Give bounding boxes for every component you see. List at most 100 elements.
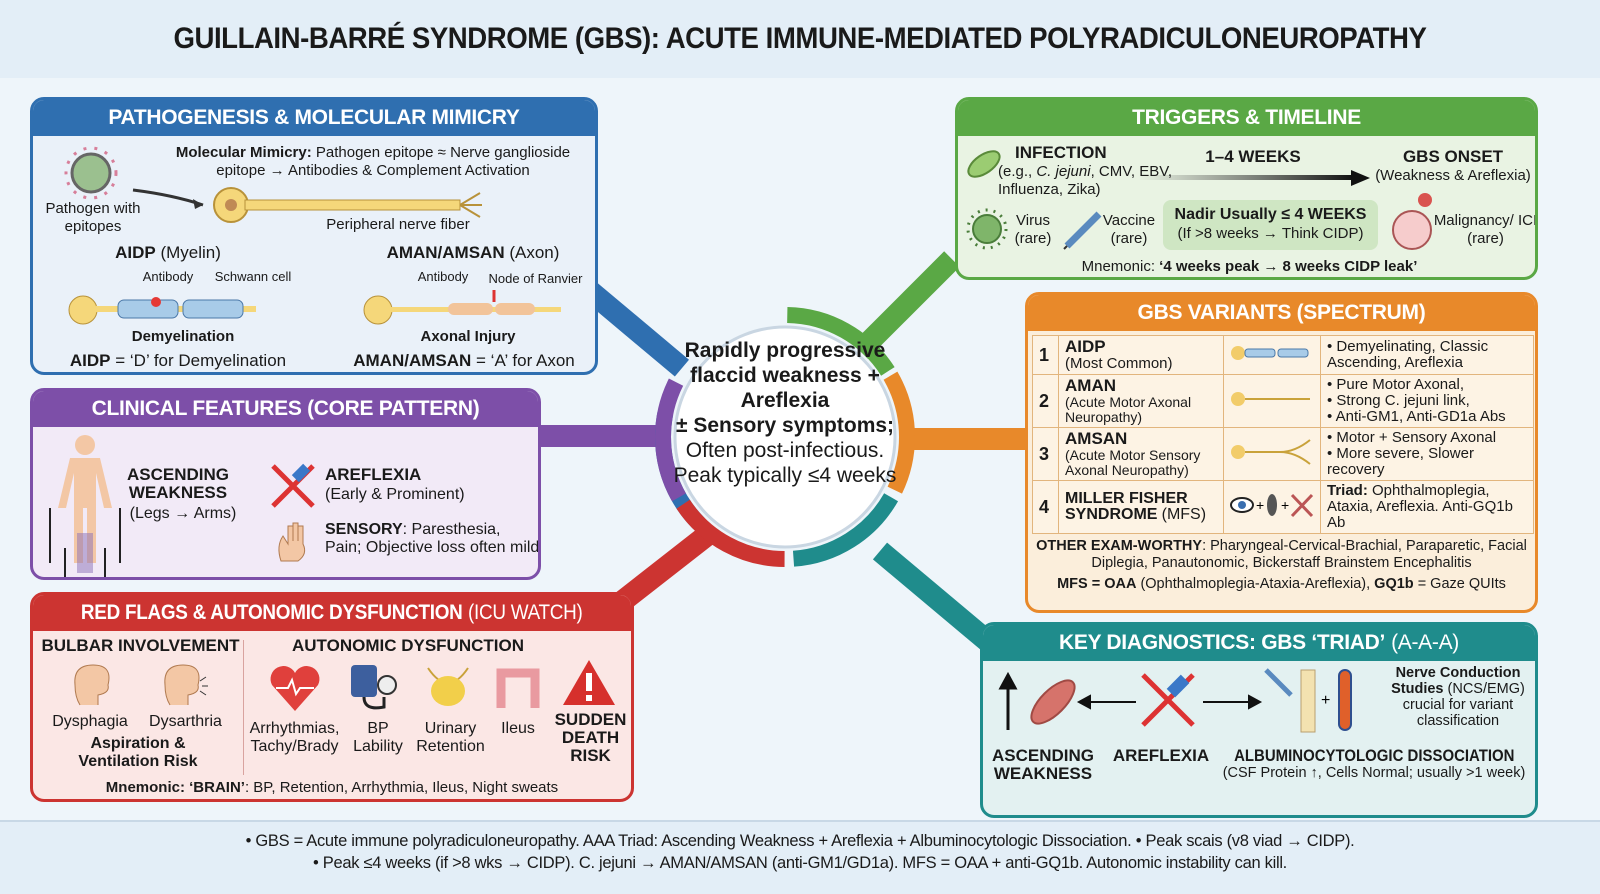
ascending-weakness-sub: (Legs → Arms) <box>129 505 237 522</box>
mimicry-label: Molecular Mimicry: <box>175 144 312 161</box>
row-num: 1 <box>1032 335 1059 375</box>
variant-desc: Demyelinating, Classic Ascending, Arefle… <box>1327 338 1489 371</box>
aidp-myelin: (Myelin) <box>160 243 221 262</box>
areflexia-crossed-icon <box>1141 673 1195 727</box>
vaccine-label: Vaccine (rare) <box>1102 212 1156 247</box>
variant-desc: Motor + Sensory Axonal <box>1336 429 1497 446</box>
myelinated-neuron-icon <box>1231 346 1309 360</box>
demyelination-label: Demyelination <box>131 328 235 345</box>
nadir-sub: (If >8 weeks → Think CIDP) <box>1177 225 1364 242</box>
variant-name: AMAN <box>1065 376 1116 395</box>
schwann-label: Schwann cell <box>214 269 292 284</box>
row-num: 3 <box>1032 427 1059 481</box>
diagnostics-header-light: (A-A-A) <box>1391 631 1459 654</box>
triggers-panel: TRIGGERS & TIMELINE INFECTION (e.g., C. … <box>955 97 1538 280</box>
human-body-icon <box>49 435 121 577</box>
center-text: Rapidly progressive flaccid weakness + A… <box>670 338 900 488</box>
redflags-panel: RED FLAGS & AUTONOMIC DYSFUNCTION(ICU WA… <box>30 592 634 802</box>
ileus-label: Ileus <box>501 720 535 737</box>
bacteria-icon <box>967 150 1001 178</box>
row-num: 2 <box>1032 374 1059 428</box>
gbs-onset-label: GBS ONSET <box>1402 147 1504 166</box>
variant-desc: Strong C. jejuni link, <box>1336 392 1470 409</box>
mfs-triad-label: Triad: <box>1327 482 1368 499</box>
footer-line1: • GBS = Acute immune polyradiculoneuropa… <box>245 832 1355 850</box>
other-variants: : Pharyngeal-Cervical-Brachial, Parapare… <box>1091 538 1527 571</box>
mfs-oaa-bold: MFS = OAA <box>1057 576 1137 592</box>
bulbar-heading: BULBAR INVOLVEMENT <box>41 636 240 655</box>
aidp-mnemonic-bold: AIDP <box>69 351 111 370</box>
mfs-oaa: (Ophthalmoplegia-Ataxia-Areflexia), <box>1140 576 1371 592</box>
aman-label: AMAN/AMSAN <box>386 243 505 262</box>
svg-text:+: + <box>1321 692 1330 709</box>
triggers-mnemonic-label: Mnemonic: <box>1081 258 1155 275</box>
virus-label: Virus (rare) <box>1014 212 1052 247</box>
node-label: Node of Ranvier <box>488 271 583 286</box>
divider <box>243 640 244 775</box>
infection-label: INFECTION <box>1015 143 1107 162</box>
ncs-label: Nerve Conduction Studies <box>1391 665 1521 697</box>
triggers-header: TRIGGERS & TIMELINE <box>958 100 1535 136</box>
warning-triangle-icon <box>563 660 615 705</box>
redflags-header: RED FLAGS & AUTONOMIC DYSFUNCTION <box>81 601 463 624</box>
variant-sub: (MFS) <box>1161 506 1207 523</box>
motor-neuron-icon <box>1231 392 1310 406</box>
head-swallowing-icon <box>74 664 110 706</box>
dysarthria-label: Dysarthria <box>149 713 222 730</box>
svg-text:+: + <box>1256 497 1264 513</box>
lumbar-puncture-icon: + <box>1264 668 1352 733</box>
axonal-neuron-icon <box>363 290 561 325</box>
variant-desc: Pure Motor Axonal, <box>1336 376 1464 393</box>
center-line3: Often post-infectious. Peak typically ≤4… <box>673 439 897 487</box>
center-line1: Rapidly progressive flaccid weakness + A… <box>684 339 886 412</box>
sensorimotor-neuron-icon <box>1231 439 1311 465</box>
brain-mnemonic: : BP, Retention, Arrhythmia, Ileus, Nigh… <box>244 779 559 796</box>
clinical-panel: CLINICAL FEATURES (CORE PATTERN) ASCENDI… <box>30 388 541 580</box>
pathogenesis-header: PATHOGENESIS & MOLECULAR MIMICRY <box>33 100 595 136</box>
nadir-box <box>1163 200 1378 250</box>
dx-albuminocytologic-block: ALBUMINOCYTOLOGIC DISSOCIATION (CSF Prot… <box>1215 747 1533 782</box>
dx-ascending-weakness: ASCENDING WEAKNESS <box>991 746 1094 783</box>
variant-sub: (Most Common) <box>1065 355 1173 372</box>
muscle-up-arrow-icon <box>998 671 1076 730</box>
aidp-mnemonic: = ‘D’ for Demyelination <box>115 351 287 370</box>
bp-cuff-icon <box>351 665 397 710</box>
connector-orange <box>900 428 1030 450</box>
aspiration-label: Aspiration & Ventilation Risk <box>78 735 198 770</box>
aman-axon: (Axon) <box>509 243 560 262</box>
gq1b-text: = Gaze QUIts <box>1417 576 1506 592</box>
variant-name: AIDP <box>1065 337 1106 356</box>
mfs-block: MFS = OAA (Ophthalmoplegia-Ataxia-Arefle… <box>1032 576 1531 593</box>
pathogen-label: Pathogen with epitopes <box>45 200 141 235</box>
pathogenesis-panel: PATHOGENESIS & MOLECULAR MIMICRY Pathoge… <box>30 97 598 375</box>
dysphagia-label: Dysphagia <box>52 713 128 730</box>
nadir-label: Nadir Usually ≤ 4 WEEKS <box>1174 206 1367 223</box>
variant-name: AMSAN <box>1065 429 1128 448</box>
c-jejuni: C. jejuni <box>1036 163 1091 180</box>
head-speaking-icon <box>164 664 208 706</box>
gbs-onset-sub: (Weakness & Areflexia) <box>1375 167 1531 184</box>
aidp-label: AIDP <box>115 243 156 262</box>
variant-desc: Anti-GM1, Anti-GD1a Abs <box>1335 408 1506 425</box>
dx-albuminocytologic-sub: (CSF Protein ↑, Cells Normal; usually >1… <box>1222 765 1526 781</box>
eye-foot-hammer-icon: ++ <box>1230 493 1314 518</box>
redflags-header-light: (ICU WATCH) <box>468 601 583 624</box>
diagnostics-panel: KEY DIAGNOSTICS: GBS ‘TRIAD’(A-A-A) + Ne… <box>980 622 1538 818</box>
areflexia-label: AREFLEXIA <box>325 465 422 484</box>
bp-lability-label: BP Lability <box>353 720 403 755</box>
dx-albuminocytologic: ALBUMINOCYTOLOGIC DISSOCIATION <box>1233 746 1515 765</box>
bladder-icon <box>427 667 469 706</box>
brain-mnemonic-bold: Mnemonic: ‘BRAIN’ <box>105 779 245 796</box>
variant-desc: More severe, Slower recovery <box>1327 445 1474 478</box>
variant-desc: Ophthalmoplegia, Ataxia, Areflexia. Anti… <box>1327 482 1513 531</box>
hand-tingling-icon <box>278 522 306 562</box>
variant-name: MILLER FISHER SYNDROME <box>1065 490 1188 523</box>
weeks-label: 1–4 WEEKS <box>1205 147 1301 166</box>
variant-sub: (Acute Motor Axonal Neuropathy) <box>1065 394 1192 425</box>
